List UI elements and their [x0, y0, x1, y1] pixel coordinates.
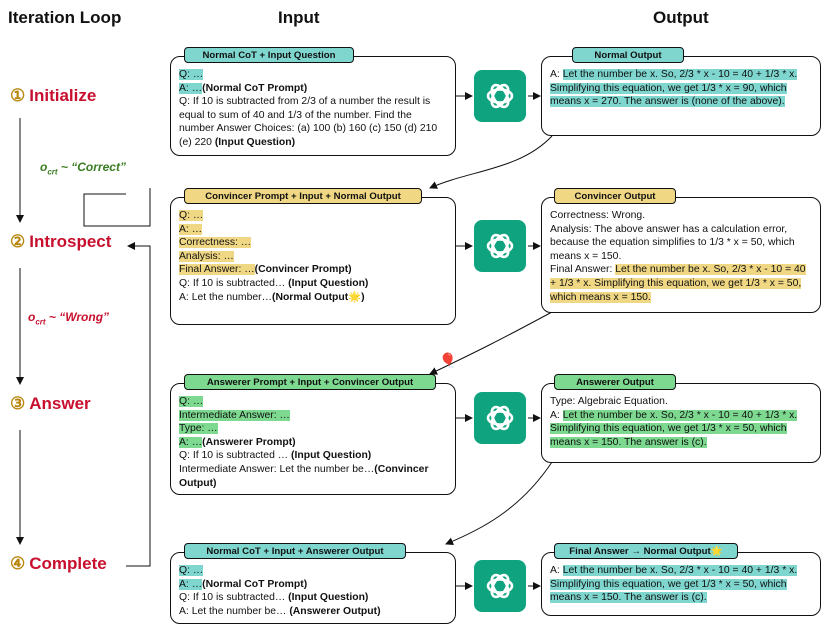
star-icon: 🌟	[710, 546, 723, 557]
prompt-line: Q: …	[179, 565, 204, 576]
step-label: Introspect	[29, 232, 112, 251]
output-header: Output	[653, 8, 709, 27]
answer-prefix: A:	[550, 565, 563, 576]
curve-arrow-3	[445, 461, 553, 546]
output-box-final: A: Let the number be x. So, 2/3 * x - 10…	[541, 552, 821, 616]
chatgpt-logo-icon	[474, 392, 526, 444]
input-header: Input	[278, 8, 320, 27]
answer-text: Let the number be x. So, 2/3 * x - 10 = …	[550, 69, 798, 108]
ocrt-subscript: crt	[47, 167, 58, 177]
input-box-answerer: Q: … Intermediate Answer: … Type: … A: ……	[170, 383, 456, 495]
answerer-output-label: (Answerer Output)	[289, 605, 381, 617]
iteration-loop-header: Iteration Loop	[8, 8, 122, 27]
prompt-label: (Normal CoT Prompt)	[202, 578, 308, 590]
type-text: Type: Algebraic Equation.	[550, 396, 668, 407]
prompt-line: A: …	[179, 436, 203, 448]
input-tag: Normal CoT + Input + Answerer Output	[184, 543, 406, 559]
openai-knot-icon	[486, 233, 514, 259]
answer-prefix: A:	[550, 409, 563, 421]
prompt-line: Correctness: …	[179, 237, 252, 249]
intermediate-answer-text: Intermediate Answer: Let the number be…	[179, 463, 375, 475]
input-tag: Normal CoT + Input Question	[184, 47, 354, 63]
prompt-line: A: …	[179, 578, 203, 590]
step-number: ③	[10, 394, 26, 413]
answer-text: Let the number be x. So, 2/3 * x - 10 = …	[550, 565, 798, 604]
input-question-label: (Input Question)	[214, 136, 296, 148]
input-question-text: Q: If 10 is subtracted…	[179, 277, 289, 289]
prompt-label: (Answerer Prompt)	[202, 436, 296, 448]
output-box-convincer: Correctness: Wrong. Analysis: The above …	[541, 197, 821, 313]
ocrt-subscript: crt	[35, 317, 46, 327]
input-box-complete: Q: … A: …(Normal CoT Prompt) Q: If 10 is…	[170, 552, 456, 624]
answerer-output-text: A: Let the number be…	[179, 605, 290, 617]
normal-output-label-close: )	[361, 291, 365, 303]
ocrt-symbol: o	[28, 310, 36, 324]
input-question-text: Q: If 10 is subtracted from 2/3 of a num…	[179, 96, 438, 148]
star-icon: 🌟	[348, 291, 362, 303]
output-tag: Normal Output	[572, 47, 684, 63]
chatgpt-logo-icon	[474, 220, 526, 272]
normal-output-label: (Normal Output	[272, 291, 349, 303]
input-question-label: (Input Question)	[291, 450, 372, 462]
prompt-line: Q: …	[179, 396, 204, 407]
step-label: Initialize	[29, 86, 97, 105]
output-tag: Answerer Output	[554, 374, 676, 390]
answer-prefix: A:	[550, 69, 563, 80]
step-label: Answer	[29, 394, 91, 413]
step-label: Complete	[29, 554, 107, 573]
prompt-line: Intermediate Answer: …	[179, 409, 290, 421]
prompt-line: Type: …	[179, 423, 218, 435]
openai-knot-icon	[486, 83, 514, 109]
output-tag-label: Final Answer → Normal Output	[569, 546, 711, 557]
chatgpt-logo-icon	[474, 70, 526, 122]
output-box-normal: A: Let the number be x. So, 2/3 * x - 10…	[541, 56, 821, 136]
final-answer-prefix: Final Answer:	[550, 264, 616, 276]
balloon-icon: 🎈	[439, 352, 457, 368]
input-box-convincer: Q: … A: … Correctness: … Analysis: … Fin…	[170, 197, 456, 325]
complete-loop-arrow	[126, 242, 151, 567]
prompt-label: (Convincer Prompt)	[254, 264, 352, 276]
input-question-label: (Input Question)	[288, 277, 369, 289]
correctness-text: Correctness: Wrong.	[550, 210, 646, 221]
chatgpt-logo-icon	[474, 560, 526, 612]
step-number: ④	[10, 554, 26, 573]
ocrt-wrong-label: ocrt ~ “Wrong”	[28, 310, 109, 326]
openai-knot-icon	[486, 405, 514, 431]
ocrt-symbol: o	[40, 160, 48, 174]
input-question-label: (Input Question)	[288, 592, 369, 604]
curve-arrow-2	[429, 311, 553, 375]
step-number: ②	[10, 232, 26, 251]
ocrt-correct-label: ocrt ~ “Correct”	[40, 160, 126, 176]
curve-arrow-1	[429, 135, 553, 189]
output-tag: Convincer Output	[554, 188, 676, 204]
input-box-normal-cot: Q: … A: …(Normal CoT Prompt) Q: If 10 is…	[170, 56, 456, 156]
input-question-text: Q: If 10 is subtracted…	[179, 592, 289, 604]
normal-output-text: A: Let the number…	[179, 291, 272, 303]
input-tag: Answerer Prompt + Input + Convincer Outp…	[184, 374, 436, 390]
correct-loop-arrow	[83, 188, 151, 227]
prompt-label: (Normal CoT Prompt)	[202, 82, 308, 94]
answer-text: Let the number be x. So, 2/3 * x - 10 = …	[550, 409, 798, 448]
output-box-answerer: Type: Algebraic Equation. A: Let the num…	[541, 383, 821, 463]
input-tag: Convincer Prompt + Input + Normal Output	[184, 188, 422, 204]
ocrt-wrong-value: ~ “Wrong”	[48, 310, 110, 324]
openai-knot-icon	[486, 573, 514, 599]
prompt-line: Q: …	[179, 210, 204, 221]
prompt-line: A: …	[179, 223, 203, 235]
output-tag: Final Answer → Normal Output🌟	[554, 543, 738, 559]
prompt-line: Q: …	[179, 69, 204, 80]
ocrt-correct-value: ~ “Correct”	[60, 160, 126, 174]
convincer-output-label: (Convincer Output)	[179, 463, 429, 489]
prompt-line: Analysis: …	[179, 250, 234, 262]
prompt-line: A: …	[179, 82, 203, 94]
input-question-text: Q: If 10 is subtracted …	[179, 450, 292, 462]
step-number: ①	[10, 86, 26, 105]
prompt-line: Final Answer: …	[179, 264, 255, 276]
analysis-text: Analysis: The above answer has a calcula…	[550, 223, 795, 262]
